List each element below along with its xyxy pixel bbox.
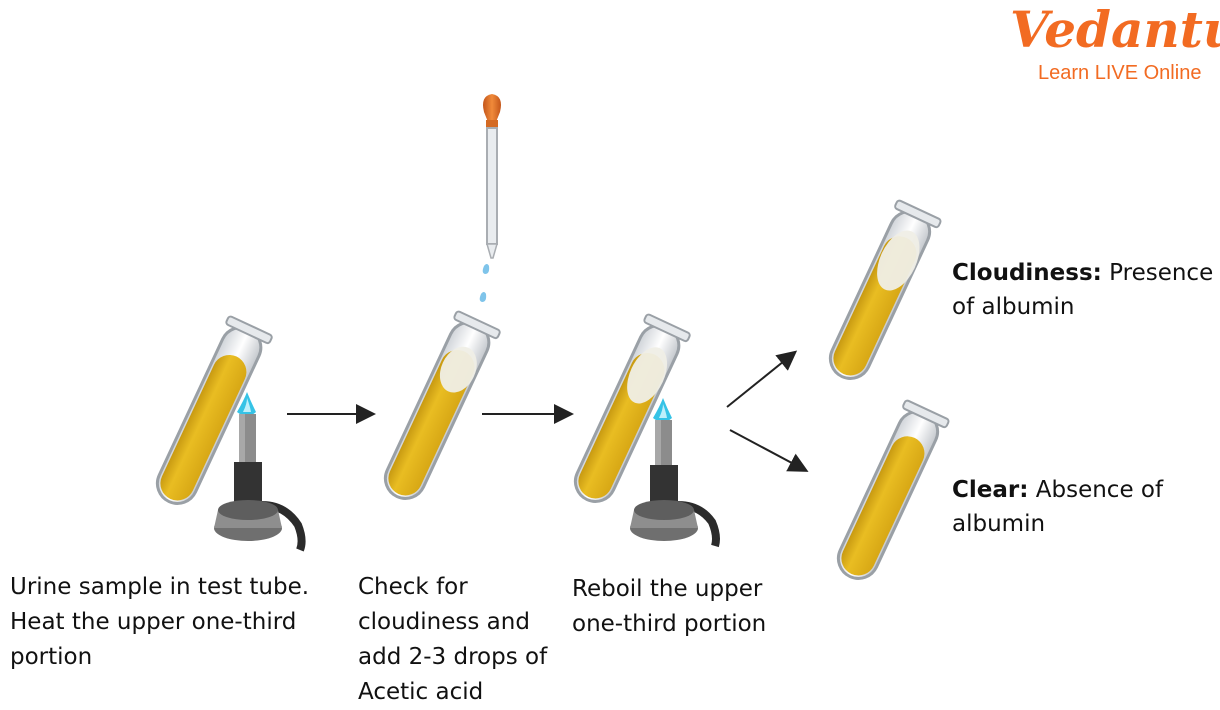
caption-line: Check for: [358, 574, 468, 600]
step3-caption: Reboil the upper one-third portion: [572, 572, 766, 642]
logo-tagline: Learn LIVE Online: [1038, 62, 1202, 84]
caption-line: add 2-3 drops of: [358, 644, 548, 670]
result-desc-line1: Absence of: [1035, 477, 1164, 503]
result-cloudiness-label: Cloudiness: Presence of albumin: [952, 256, 1213, 324]
caption-line: cloudiness and: [358, 609, 530, 635]
result-clear-label: Clear: Absence of albumin: [952, 473, 1163, 541]
result-term: Clear:: [952, 477, 1029, 503]
result-desc-line1: Presence: [1109, 260, 1214, 286]
vedantu-logo: Vedantu Learn LIVE Online: [1010, 0, 1220, 95]
acid-drop-1: [482, 264, 490, 274]
result-desc-line2: of albumin: [952, 294, 1075, 320]
step1-caption: Urine sample in test tube. Heat the uppe…: [10, 570, 309, 675]
result-desc-line2: albumin: [952, 511, 1046, 537]
dropper: [479, 94, 501, 302]
precipitate-cloud-step3: [627, 347, 668, 404]
caption-line: portion: [10, 644, 93, 670]
arrow-to-cloudiness: [726, 350, 798, 408]
bunsen-burner-step1: [214, 392, 306, 552]
test-tube-cloudy-result: [828, 199, 942, 380]
acid-drop-2: [479, 292, 487, 302]
precipitate-cloud-step2: [439, 346, 477, 393]
bunsen-burner-step3: [630, 398, 720, 548]
test-tube-step2: [383, 310, 501, 500]
test-tube-step1: [155, 315, 273, 505]
step2-caption: Check for cloudiness and add 2-3 drops o…: [358, 570, 547, 710]
caption-line: one-third portion: [572, 611, 767, 637]
caption-line: Heat the upper one-third: [10, 609, 297, 635]
precipitate-cloud-result: [877, 230, 920, 291]
caption-line: Acetic acid: [358, 679, 484, 705]
caption-line: Urine sample in test tube.: [10, 574, 310, 600]
test-tube-step3: [573, 313, 691, 503]
test-tube-clear-result: [836, 399, 950, 580]
result-term: Cloudiness:: [952, 260, 1102, 286]
logo-wordmark: Vedantu: [1010, 0, 1220, 59]
caption-line: Reboil the upper: [572, 576, 763, 602]
arrow-to-clear: [729, 429, 809, 472]
